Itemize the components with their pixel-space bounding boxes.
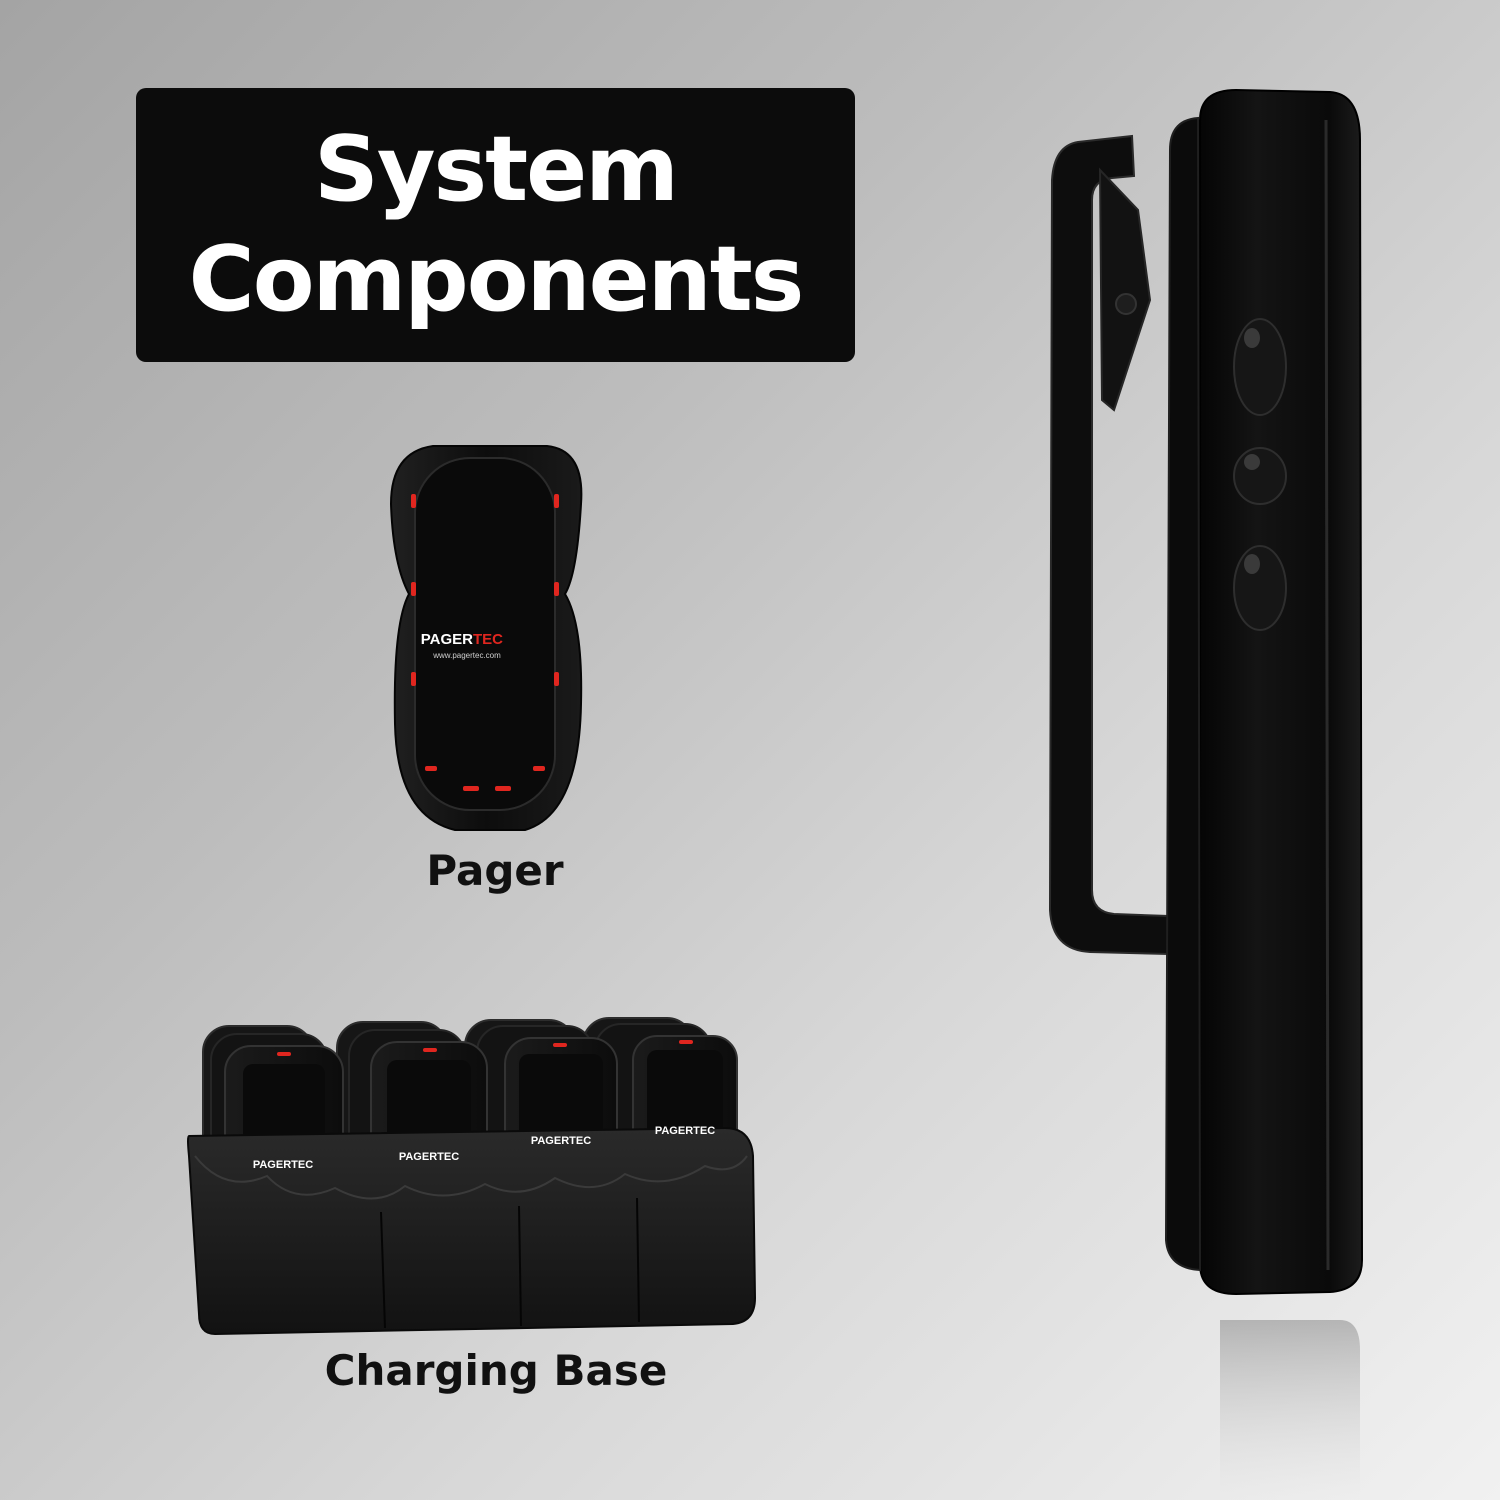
- base-brand-2: PAGERTEC: [399, 1151, 459, 1163]
- pager-front-image: PAGER TEC www.pagertec.com: [389, 445, 583, 831]
- base-brand-3: PAGERTEC: [531, 1135, 591, 1147]
- side-button-bottom: [1233, 545, 1287, 631]
- side-button-middle: [1233, 447, 1287, 505]
- pager-brand-accent: TEC: [473, 631, 503, 648]
- title-banner: System Components: [136, 88, 855, 362]
- belt-clip: [1048, 134, 1169, 956]
- base-brand-1: PAGERTEC: [253, 1159, 313, 1171]
- title-line-1: System: [314, 117, 679, 222]
- title-line-2: Components: [188, 227, 805, 332]
- charging-base-image: PAGERTEC PAGERTEC PAGERTEC PAGERTEC: [187, 1017, 757, 1336]
- charging-base-caption: Charging Base: [324, 1346, 668, 1395]
- pager-side-view-image: [1048, 88, 1364, 1500]
- pager-side-body: [1199, 88, 1364, 1296]
- charging-base-body: [187, 1126, 757, 1336]
- base-brand-4: PAGERTEC: [655, 1125, 715, 1137]
- pager-brand-text: PAGER: [421, 631, 473, 648]
- pager-caption: Pager: [426, 846, 564, 895]
- pager-url-text: www.pagertec.com: [432, 651, 501, 660]
- side-button-top: [1233, 318, 1287, 416]
